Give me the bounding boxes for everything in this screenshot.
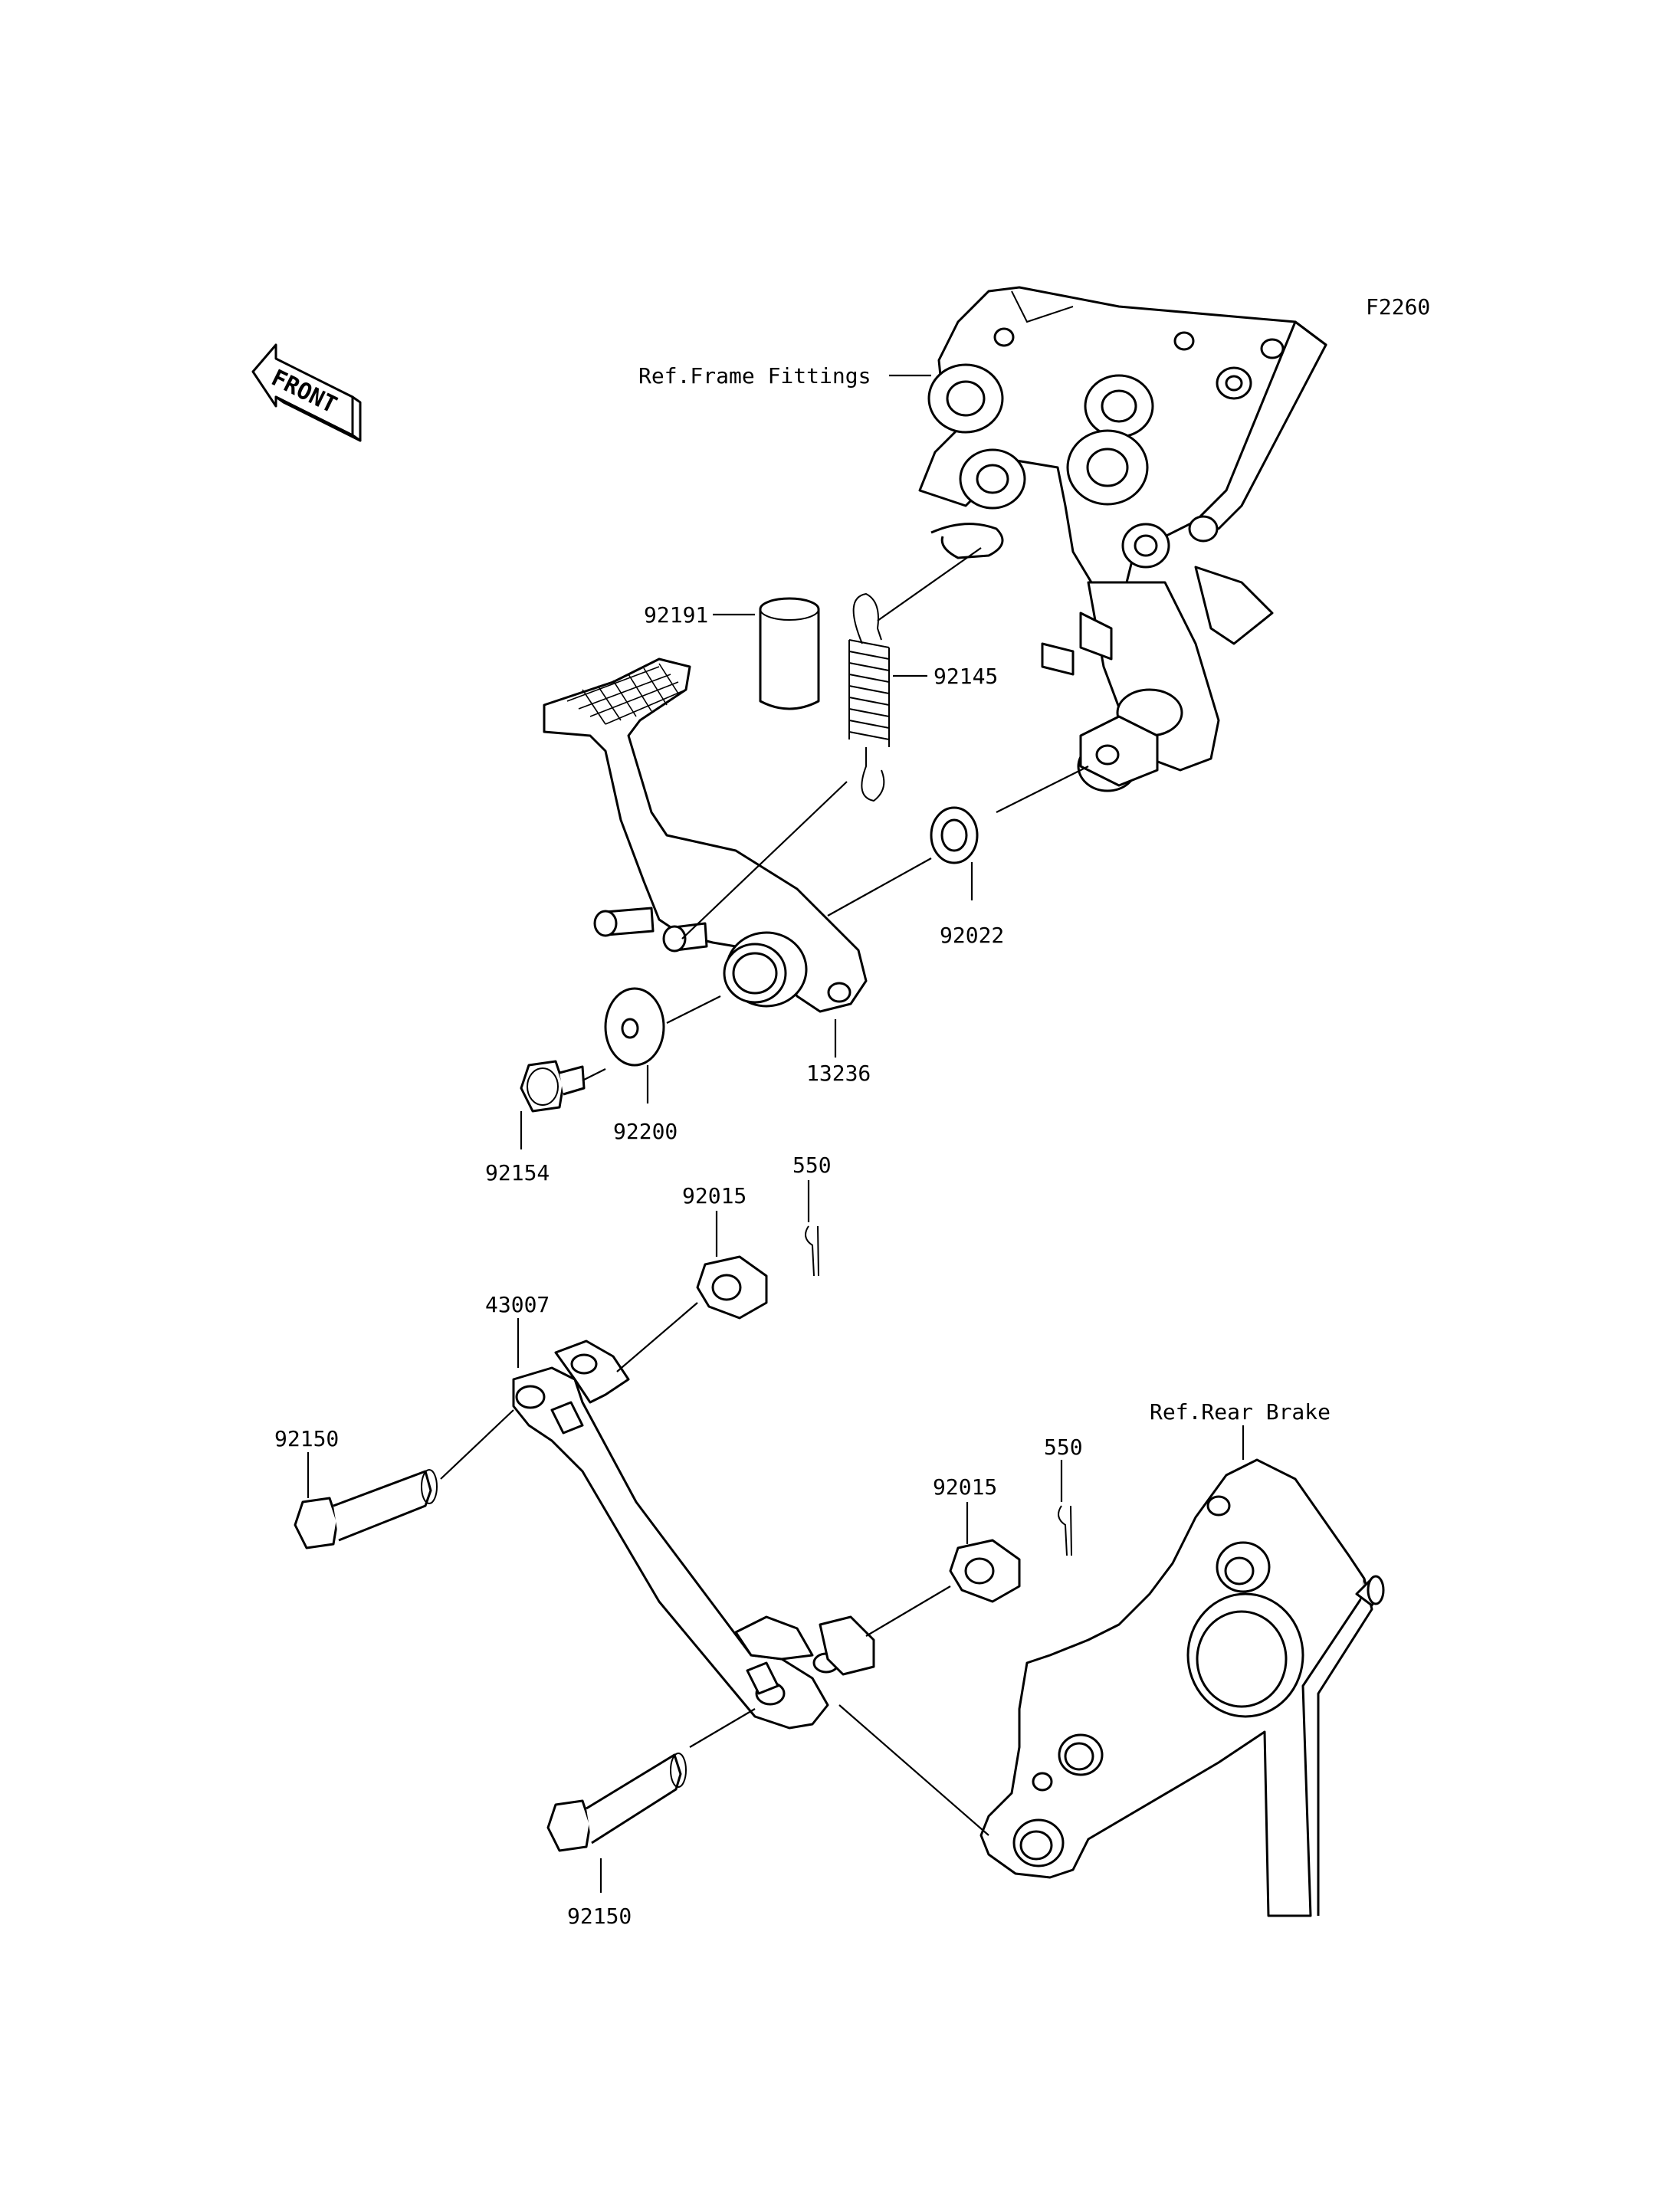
part-label-92200: 92200 [613,1119,678,1144]
part-label-92150-top: 92150 [274,1426,339,1451]
nut-92015-top [696,1255,768,1320]
ref-rear-brake-label: Ref.Rear Brake [1150,1399,1331,1425]
part-label-92015-top: 92015 [682,1183,746,1208]
bolt-92150-bottom [546,1753,687,1852]
part-label-92191: 92191 [644,602,708,628]
part-label-92154: 92154 [485,1160,550,1185]
part-label-13236: 13236 [806,1061,871,1086]
front-direction-arrow-icon: FRONT [251,343,362,442]
bolt-92150-top [294,1469,438,1549]
diagram-code: F2260 [1366,294,1430,320]
nut-92015-bottom [949,1539,1021,1603]
spring-92145 [848,592,890,802]
cotter-pin-550-top [805,1225,819,1277]
rod-43007 [512,1340,875,1730]
cotter-pin-550-bottom [1058,1505,1072,1556]
labels: F2260 Ref.Frame Fittings 92191 92145 920… [274,294,1430,1929]
part-label-550-top: 550 [792,1153,832,1178]
bolt-92154 [520,1060,586,1113]
part-label-43007: 43007 [485,1292,550,1317]
washer-92200 [604,987,665,1067]
sleeve-92191 [759,597,820,710]
part-label-92022: 92022 [940,923,1004,948]
part-label-92015-bottom: 92015 [933,1474,997,1500]
part-label-550-bottom: 550 [1044,1435,1083,1460]
brake-pedal-lever [543,657,868,1013]
part-label-92150-bottom: 92150 [567,1904,632,1929]
part-label-92145: 92145 [934,664,998,689]
rear-brake-bracket [979,1458,1385,1917]
leader-lines [307,374,1245,1893]
ref-frame-fittings-label: Ref.Frame Fittings [638,363,871,389]
washer-92022 [930,806,979,864]
frame-fittings-bracket [918,286,1327,792]
